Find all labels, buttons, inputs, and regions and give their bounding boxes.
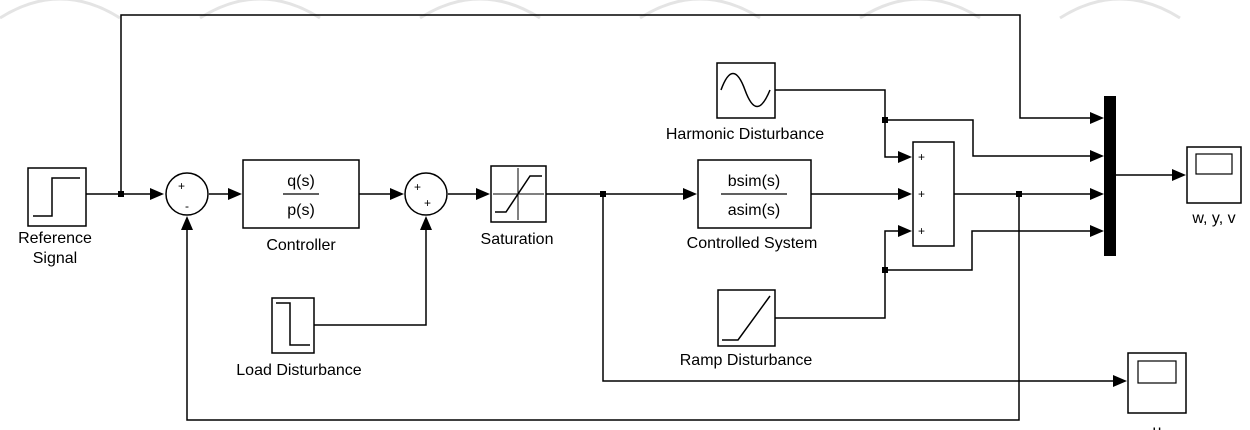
- saturation-block[interactable]: [490, 165, 547, 223]
- ramp-disturbance-label: Ramp Disturbance: [680, 352, 813, 369]
- scope-screen-icon: [1195, 153, 1233, 175]
- ramp-disturbance-block[interactable]: [717, 289, 776, 347]
- controlled-system-block[interactable]: bsim(s) asim(s): [697, 159, 812, 229]
- sum1-block[interactable]: + -: [165, 172, 209, 216]
- saturation-icon: [495, 175, 542, 213]
- sum3-sign-3: +: [918, 224, 925, 238]
- wires: [86, 14, 1186, 421]
- controlled-system-label: Controlled System: [687, 235, 818, 252]
- scope-u-label: u: [1153, 423, 1162, 430]
- scope-wyv-block[interactable]: [1186, 146, 1242, 204]
- ramp-icon: [722, 295, 771, 341]
- controlled-system-numerator: bsim(s): [728, 173, 780, 190]
- reference-signal-label-line2: Signal: [33, 250, 77, 267]
- watermark: [0, 0, 1181, 20]
- saturation-label: Saturation: [481, 231, 554, 248]
- sum2-block[interactable]: + +: [404, 172, 448, 216]
- sum3-block[interactable]: + + +: [912, 141, 955, 247]
- scope-u-block[interactable]: [1127, 352, 1187, 414]
- scope-screen-icon: [1137, 360, 1177, 384]
- sum1-sign-bottom: -: [185, 199, 189, 213]
- harmonic-disturbance-block[interactable]: [716, 62, 776, 119]
- harmonic-disturbance-label: Harmonic Disturbance: [666, 126, 824, 143]
- step-icon: [33, 177, 80, 217]
- scope-wyv-label: w, y, v: [1191, 210, 1235, 227]
- controller-numerator: q(s): [287, 173, 315, 190]
- pulse-icon: [276, 302, 310, 346]
- controlled-system-denominator: asim(s): [728, 202, 780, 219]
- sum1-sign-top: +: [178, 179, 185, 193]
- controller-block[interactable]: q(s) p(s): [242, 159, 360, 229]
- sum3-sign-1: +: [918, 150, 925, 164]
- sine-wave-icon: [720, 72, 771, 108]
- mux-block[interactable]: [1104, 96, 1116, 256]
- reference-signal-block[interactable]: [27, 167, 87, 227]
- controller-label: Controller: [266, 237, 336, 254]
- sum2-sign-bottom: +: [424, 196, 431, 210]
- sum2-sign-top: +: [414, 180, 421, 194]
- sum3-sign-2: +: [918, 187, 925, 201]
- reference-signal-label-line1: Reference: [18, 230, 92, 247]
- controller-denominator: p(s): [287, 202, 315, 219]
- load-disturbance-label: Load Disturbance: [236, 362, 362, 379]
- load-disturbance-block[interactable]: [271, 297, 315, 354]
